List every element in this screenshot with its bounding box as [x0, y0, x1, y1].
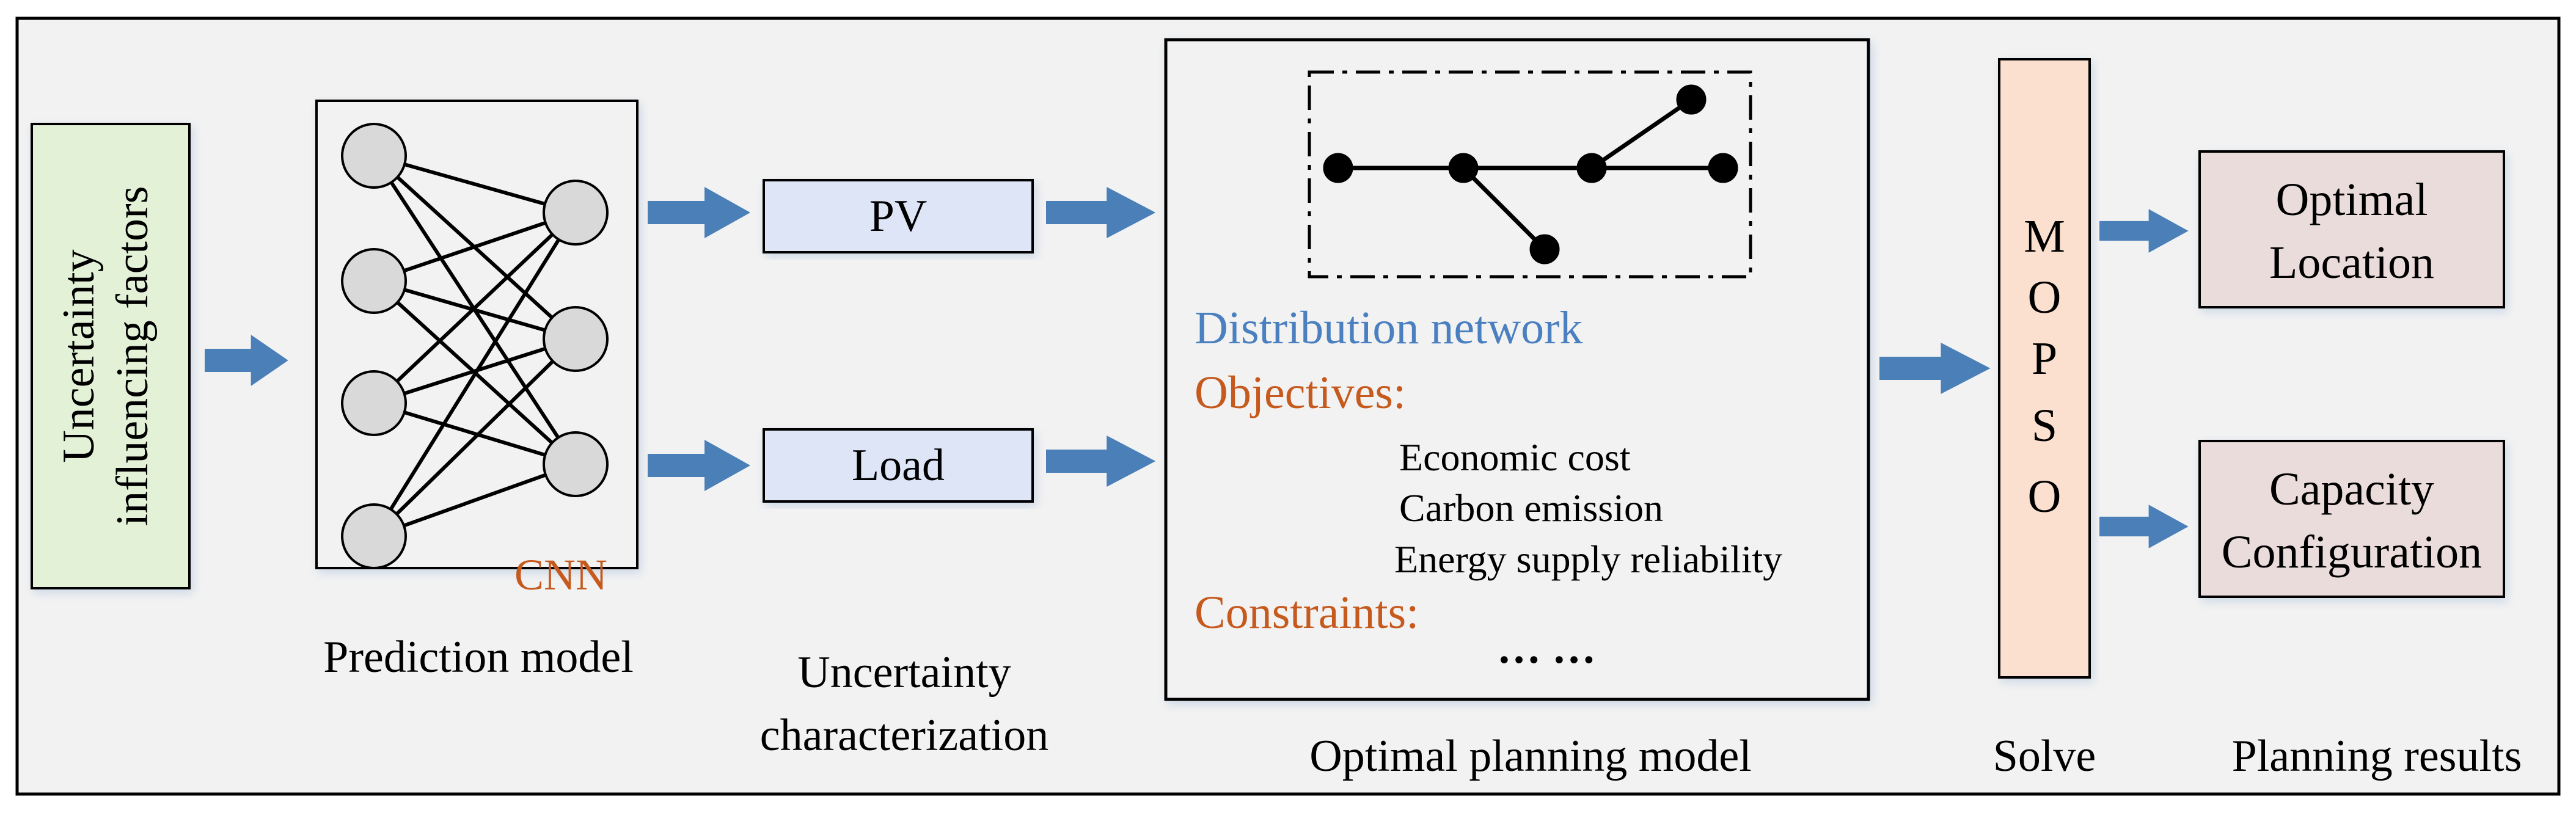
input-factors-box — [31, 123, 191, 589]
mopso-letter: P — [2032, 333, 2057, 384]
objective-item: Energy supply reliability — [1394, 538, 1782, 581]
mopso-box — [1998, 58, 2091, 679]
pv-box — [763, 179, 1034, 253]
objectives-heading: Objectives: — [1195, 367, 1406, 418]
distribution-network-title: Distribution network — [1195, 302, 1583, 354]
cnn-connection — [373, 462, 577, 538]
capacity-configuration-line2: Configuration — [2222, 527, 2482, 578]
cnn-nodes — [341, 123, 609, 569]
uncertainty-caption-line1: Uncertainty — [797, 647, 1011, 698]
cnn-output-node — [543, 180, 609, 246]
cnn-label: CNN — [514, 550, 607, 599]
cnn-connection — [372, 211, 577, 405]
optimal-location-box — [2198, 150, 2505, 308]
constraints-heading: Constraints: — [1195, 587, 1419, 638]
network-node — [1576, 153, 1607, 183]
network-node — [1529, 234, 1560, 264]
prediction-model-caption: Prediction model — [323, 632, 634, 682]
solve-caption: Solve — [1993, 731, 2096, 781]
cnn-connection — [372, 211, 577, 538]
cnn-input-node — [341, 248, 407, 314]
cnn-input-node — [341, 370, 407, 436]
cnn-input-node — [341, 123, 407, 189]
objective-item: Carbon emission — [1399, 486, 1663, 530]
cnn-connection — [373, 154, 576, 214]
network-node — [1323, 153, 1353, 183]
network-topology — [1323, 84, 1738, 264]
network-frame — [1308, 70, 1752, 279]
planning-results-caption: Planning results — [2232, 731, 2522, 781]
input-factors-line2: influencing factors — [108, 186, 158, 527]
cnn-connection — [372, 337, 577, 538]
network-node — [1708, 153, 1738, 183]
objective-item: Economic cost — [1399, 436, 1631, 479]
network-node — [1448, 153, 1479, 183]
load-label: Load — [852, 440, 945, 490]
cnn-output-node — [543, 306, 609, 372]
cnn-output-node — [543, 431, 609, 497]
mopso-letter: M — [2024, 211, 2065, 262]
mopso-letter: S — [2032, 400, 2057, 451]
cnn-network — [372, 154, 577, 538]
load-box — [763, 428, 1034, 503]
optimal-location-line1: Optimal — [2275, 174, 2428, 225]
mopso-letter: O — [2028, 272, 2062, 323]
cnn-input-node — [341, 503, 407, 569]
input-factors-line1: Uncertainty — [54, 249, 104, 462]
pv-label: PV — [869, 191, 928, 241]
optimal-location-line2: Location — [2269, 237, 2434, 288]
planning-model-caption: Optimal planning model — [1309, 731, 1751, 781]
network-node — [1676, 84, 1707, 115]
capacity-configuration-box — [2198, 440, 2505, 598]
cnn-connection — [373, 401, 576, 466]
cnn-connection — [373, 211, 576, 283]
mopso-letter: O — [2028, 471, 2062, 522]
constraints-ellipsis: … … — [1497, 624, 1596, 673]
capacity-configuration-line1: Capacity — [2269, 464, 2434, 515]
uncertainty-caption-line2: characterization — [760, 710, 1048, 760]
